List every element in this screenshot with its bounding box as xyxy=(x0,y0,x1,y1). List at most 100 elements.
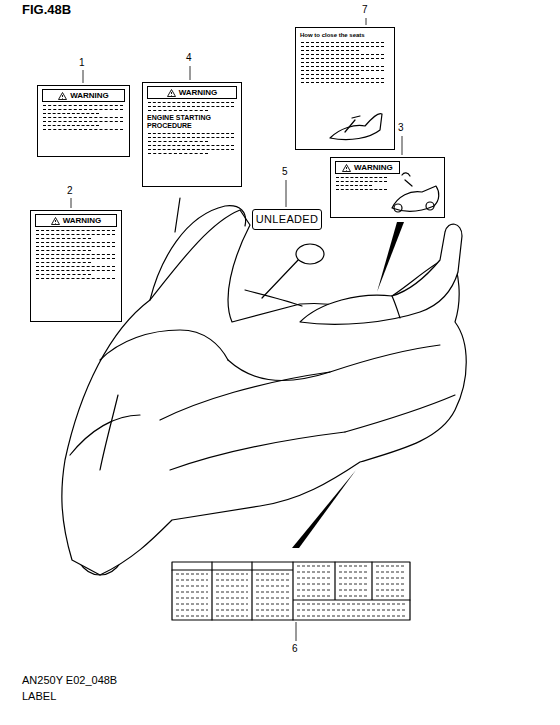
text-line-mark xyxy=(36,242,115,243)
text-line-mark xyxy=(176,598,208,599)
text-line-mark xyxy=(176,616,208,617)
warning-label: WARNING xyxy=(30,210,122,322)
text-line-mark xyxy=(256,586,289,587)
text-line-mark xyxy=(148,145,234,146)
text-line-mark xyxy=(36,246,115,247)
text-line-mark xyxy=(43,105,123,106)
warning-title: WARNING xyxy=(354,163,393,172)
text-line-mark xyxy=(256,592,289,593)
text-line-mark xyxy=(43,121,123,122)
text-line-mark xyxy=(176,574,208,575)
text-line-mark xyxy=(148,137,234,138)
text-line-mark xyxy=(216,604,248,605)
text-line-mark xyxy=(216,580,248,581)
text-line-mark xyxy=(297,566,331,567)
figure-code: AN250Y E02_048B xyxy=(22,674,117,687)
text-line-mark xyxy=(176,592,208,593)
text-line-mark xyxy=(301,50,359,51)
warning-triangle xyxy=(167,89,176,97)
text-line-mark xyxy=(297,616,406,617)
text-line-mark xyxy=(256,598,289,599)
text-line-mark xyxy=(36,238,91,239)
text-line-mark xyxy=(216,598,248,599)
text-line-mark xyxy=(148,149,234,150)
text-line-mark xyxy=(297,610,406,611)
warning-label: WARNING ENGINE STARTING PROCEDURE xyxy=(142,82,242,187)
text-line-mark xyxy=(297,604,406,605)
scooter-body xyxy=(62,210,466,575)
text-line-mark xyxy=(216,574,248,575)
text-line-mark xyxy=(256,580,289,581)
warning-title: WARNING xyxy=(70,91,109,100)
seat-figure xyxy=(330,114,382,140)
text-line-mark xyxy=(36,274,91,275)
text-line-mark xyxy=(36,266,115,267)
text-line-mark xyxy=(43,109,123,110)
figure-title: FIG.48B xyxy=(22,2,71,17)
warning-heading: WARNING xyxy=(42,89,125,102)
text-line-mark xyxy=(36,254,115,255)
fuel-label: UNLEADED xyxy=(252,209,322,230)
text-line-mark xyxy=(376,572,406,573)
text-line-mark xyxy=(36,234,115,235)
text-line-mark xyxy=(256,616,289,617)
text-line-mark xyxy=(176,580,208,581)
warning-label: WARNING xyxy=(330,157,445,218)
text-line-mark xyxy=(301,82,384,83)
text-line-mark xyxy=(376,578,406,579)
scooter-figure xyxy=(392,186,439,211)
leader-wedge xyxy=(292,470,356,548)
warning-triangle xyxy=(58,92,67,100)
text-line-mark xyxy=(216,592,248,593)
text-line-mark xyxy=(36,270,115,271)
warning-heading: WARNING xyxy=(335,161,400,174)
text-line-mark xyxy=(339,572,368,573)
text-line-mark xyxy=(216,610,248,611)
text-line-mark xyxy=(297,590,331,591)
text-line-mark xyxy=(36,250,91,251)
text-line-mark xyxy=(148,153,208,154)
text-line-mark xyxy=(301,66,384,67)
text-line-mark xyxy=(376,596,406,597)
text-line-mark xyxy=(176,610,208,611)
text-line-mark xyxy=(148,110,208,111)
text-line-mark xyxy=(301,42,384,43)
text-line-mark xyxy=(336,185,372,186)
text-line-mark xyxy=(256,574,289,575)
text-line-mark xyxy=(36,230,115,231)
label-heading: ENGINE STARTING PROCEDURE xyxy=(147,114,237,130)
text-line-mark xyxy=(301,46,384,47)
text-line-mark xyxy=(148,106,234,107)
text-line-mark xyxy=(297,596,331,597)
text-line-mark xyxy=(43,117,123,118)
text-line-mark xyxy=(376,584,406,585)
callout-number: 4 xyxy=(186,52,192,64)
seat xyxy=(300,224,462,324)
text-line-mark xyxy=(376,566,406,567)
text-line-mark xyxy=(301,78,384,79)
text-line-mark xyxy=(297,572,331,573)
text-line-mark xyxy=(148,133,234,134)
leader-line xyxy=(71,18,402,641)
text-line-mark xyxy=(301,62,359,63)
warning-triangle xyxy=(342,164,351,172)
text-line-mark xyxy=(301,54,384,55)
text-line-mark xyxy=(339,566,368,567)
callout-number: 5 xyxy=(282,166,288,178)
warning-title: WARNING xyxy=(179,88,218,97)
text-line-mark xyxy=(176,604,208,605)
text-line-mark xyxy=(301,70,384,71)
warning-heading: WARNING xyxy=(35,214,117,227)
text-line-mark xyxy=(256,604,289,605)
text-line-mark xyxy=(148,141,208,142)
text-line-mark xyxy=(43,125,99,126)
text-line-mark xyxy=(336,181,387,182)
warning-triangle xyxy=(51,217,60,225)
text-line-mark xyxy=(43,113,99,114)
warning-heading: WARNING xyxy=(147,86,237,99)
text-line-mark xyxy=(36,258,115,259)
text-line-mark xyxy=(43,129,123,130)
text-line-mark xyxy=(216,586,248,587)
warning-title: WARNING xyxy=(63,216,102,225)
text-line-mark xyxy=(256,610,289,611)
